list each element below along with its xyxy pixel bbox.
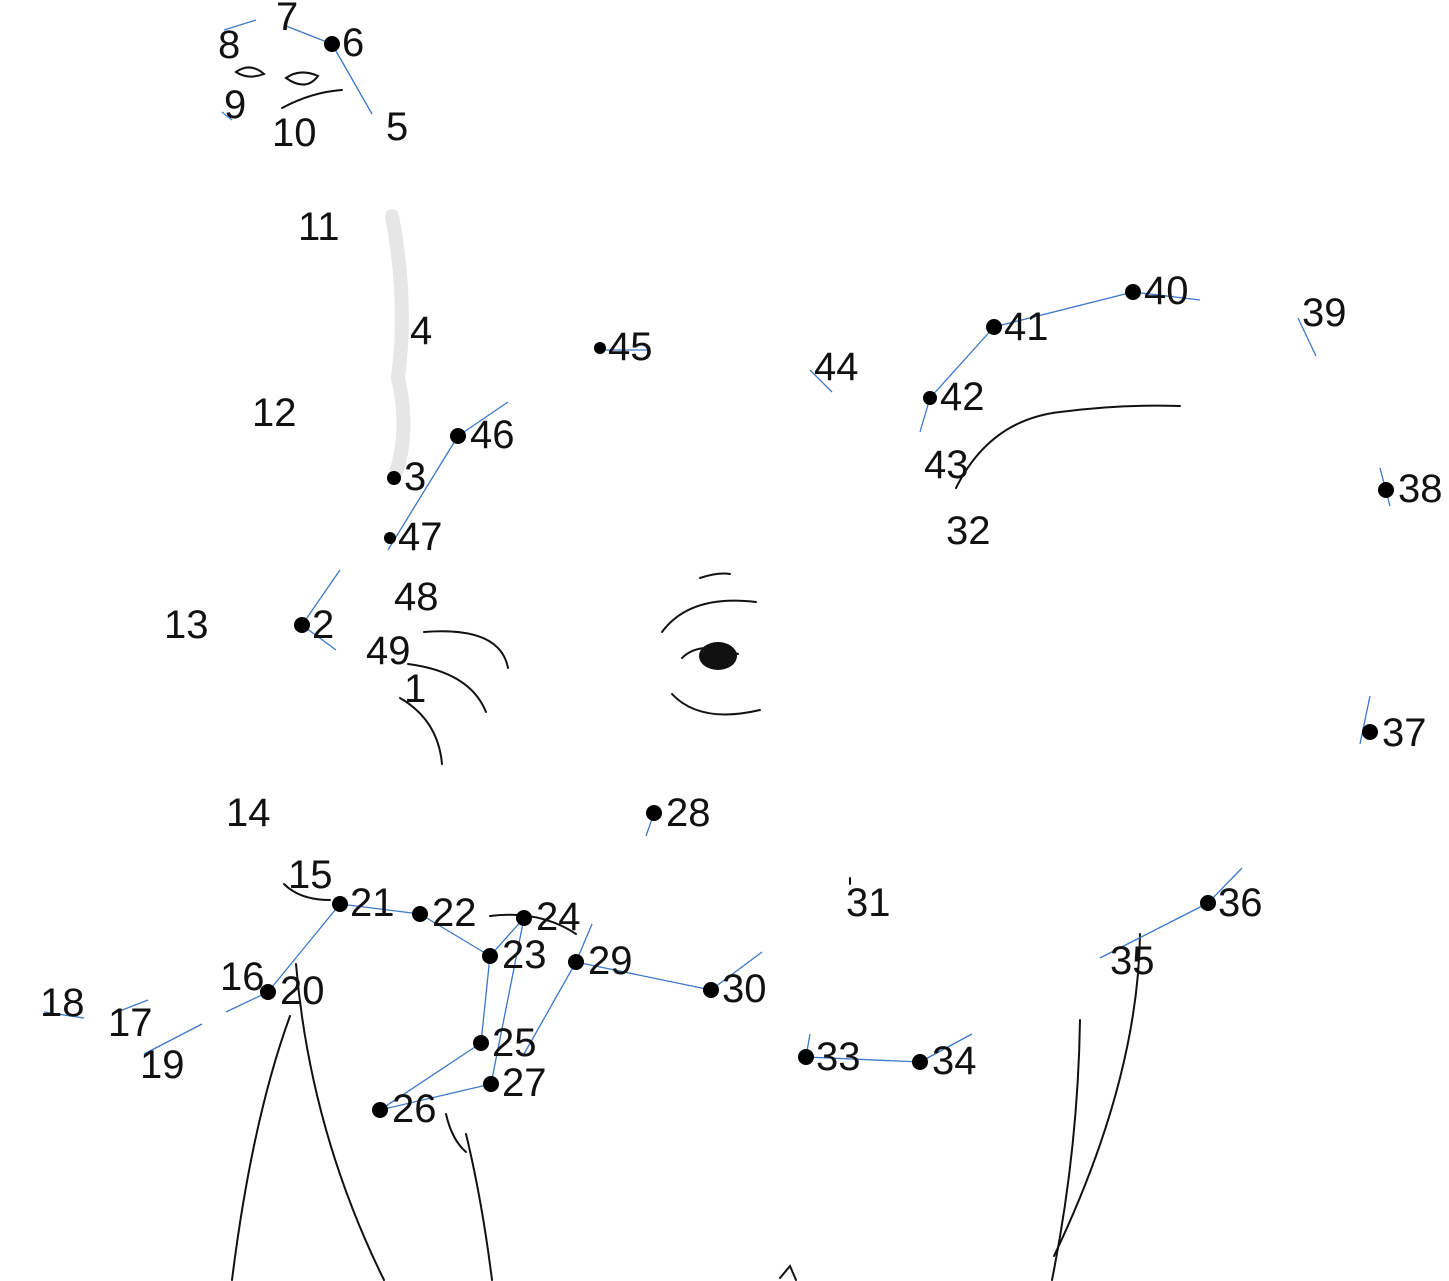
label-15: 15 xyxy=(288,853,333,897)
dot-33[interactable] xyxy=(798,1049,814,1065)
label-34: 34 xyxy=(932,1039,977,1083)
label-11: 11 xyxy=(298,205,340,249)
dot-37[interactable] xyxy=(1362,724,1378,740)
label-39: 39 xyxy=(1302,291,1347,335)
dot-34[interactable] xyxy=(912,1054,928,1070)
dot-38[interactable] xyxy=(1378,482,1394,498)
label-37: 37 xyxy=(1382,711,1427,755)
label-41: 41 xyxy=(1004,305,1049,349)
dots xyxy=(260,36,1394,1118)
label-35: 35 xyxy=(1110,939,1155,983)
label-49: 49 xyxy=(366,629,411,673)
label-32: 32 xyxy=(946,509,991,553)
label-31: 31 xyxy=(846,881,891,925)
label-1: 1 xyxy=(404,667,426,711)
label-25: 25 xyxy=(492,1021,537,1065)
label-12: 12 xyxy=(252,391,297,435)
label-26: 26 xyxy=(392,1087,437,1131)
dot-28[interactable] xyxy=(646,805,662,821)
dot-20[interactable] xyxy=(260,984,276,1000)
label-19: 19 xyxy=(140,1043,185,1087)
label-48: 48 xyxy=(394,575,439,619)
dot-3[interactable] xyxy=(387,471,401,485)
label-5: 5 xyxy=(386,105,408,149)
label-38: 38 xyxy=(1398,467,1443,511)
label-47: 47 xyxy=(398,515,443,559)
dot-2[interactable] xyxy=(294,617,310,633)
label-17: 17 xyxy=(108,1001,153,1045)
label-23: 23 xyxy=(502,933,547,977)
dot-47[interactable] xyxy=(384,532,396,544)
dot-40[interactable] xyxy=(1125,284,1141,300)
label-29: 29 xyxy=(588,939,633,983)
dot-46[interactable] xyxy=(450,428,466,444)
dot-41[interactable] xyxy=(986,319,1002,335)
dot-30[interactable] xyxy=(703,982,719,998)
number-labels: 1 2 3 4 5 6 7 8 9 10 11 12 13 14 15 16 1… xyxy=(40,0,1443,1131)
label-16: 16 xyxy=(220,955,265,999)
label-46: 46 xyxy=(470,413,515,457)
dot-21[interactable] xyxy=(332,896,348,912)
dot-23[interactable] xyxy=(482,948,498,964)
label-43: 43 xyxy=(924,443,969,487)
label-20: 20 xyxy=(280,969,325,1013)
label-10: 10 xyxy=(272,111,317,155)
label-4: 4 xyxy=(410,309,432,353)
dot-24[interactable] xyxy=(516,910,532,926)
label-40: 40 xyxy=(1144,269,1189,313)
label-30: 30 xyxy=(722,967,767,1011)
label-8: 8 xyxy=(218,23,240,67)
dot-36[interactable] xyxy=(1200,895,1216,911)
drawing-sketch xyxy=(231,66,1181,1281)
label-18: 18 xyxy=(40,981,85,1025)
label-24: 24 xyxy=(536,895,581,939)
label-13: 13 xyxy=(164,603,209,647)
dot-22[interactable] xyxy=(412,906,428,922)
label-44: 44 xyxy=(814,345,859,389)
dot-29[interactable] xyxy=(568,954,584,970)
label-27: 27 xyxy=(502,1061,547,1105)
label-6: 6 xyxy=(342,21,364,65)
label-7: 7 xyxy=(276,0,298,39)
label-28: 28 xyxy=(666,791,711,835)
dot-42[interactable] xyxy=(923,391,937,405)
label-22: 22 xyxy=(432,891,477,935)
label-9: 9 xyxy=(224,83,246,127)
dot-27[interactable] xyxy=(483,1076,499,1092)
label-36: 36 xyxy=(1218,881,1263,925)
label-2: 2 xyxy=(312,603,334,647)
label-21: 21 xyxy=(350,881,395,925)
dot-26[interactable] xyxy=(372,1102,388,1118)
label-42: 42 xyxy=(940,375,985,419)
guide-lines xyxy=(43,19,1391,1111)
label-33: 33 xyxy=(816,1035,861,1079)
dot-6[interactable] xyxy=(324,36,340,52)
label-45: 45 xyxy=(608,325,653,369)
label-14: 14 xyxy=(226,791,271,835)
dot-45[interactable] xyxy=(594,342,606,354)
label-3: 3 xyxy=(404,455,426,499)
dot-25[interactable] xyxy=(473,1035,489,1051)
